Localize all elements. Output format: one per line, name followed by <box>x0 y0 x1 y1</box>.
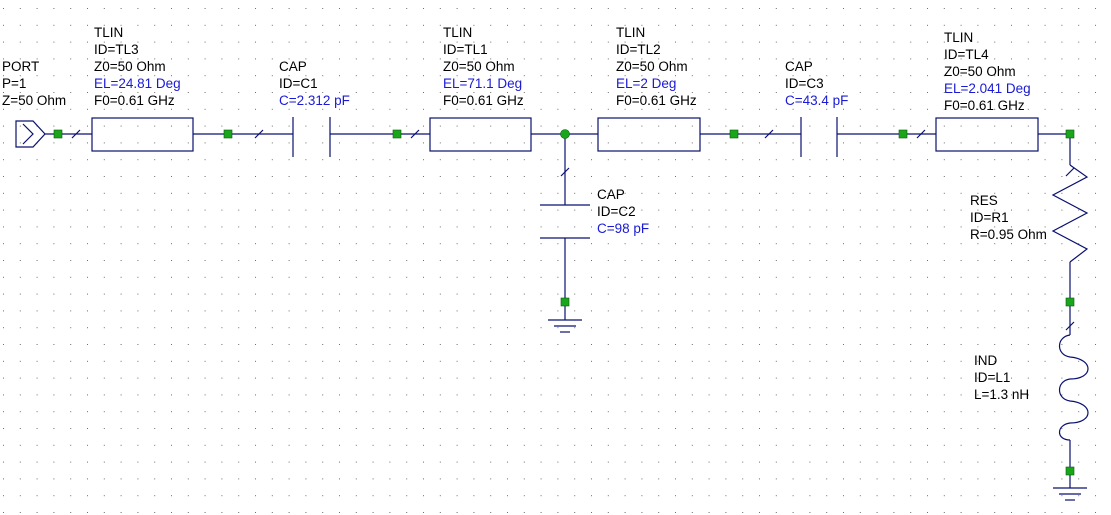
ground-symbol-l1 <box>1053 487 1087 501</box>
tl2-f0-label: F0=0.61 GHz <box>616 93 697 108</box>
c1-value-label[interactable]: C=2.312 pF <box>279 93 350 108</box>
tl3-el-label[interactable]: EL=24.81 Deg <box>94 76 181 91</box>
tlin-tl1-symbol[interactable] <box>429 117 532 152</box>
tl2-z0-label: Z0=50 Ohm <box>616 59 688 74</box>
tl3-id-label: ID=TL3 <box>94 42 139 57</box>
tl4-el-label[interactable]: EL=2.041 Deg <box>944 81 1031 96</box>
grid-dots <box>3 8 1096 513</box>
tl1-id-label: ID=TL1 <box>443 42 488 57</box>
connection-nodes <box>53 129 1075 476</box>
wires <box>45 129 1075 488</box>
tl2-el-label[interactable]: EL=2 Deg <box>616 76 676 91</box>
l1-type-label: IND <box>974 353 998 368</box>
tl4-f0-label: F0=0.61 GHz <box>944 98 1025 113</box>
c2-type-label: CAP <box>597 187 625 202</box>
tl4-type-label: TLIN <box>944 30 973 45</box>
port-number-label: P=1 <box>2 76 26 91</box>
c3-value-label[interactable]: C=43.4 pF <box>785 93 848 108</box>
tl1-type-label: TLIN <box>443 25 472 40</box>
l1-id-label: ID=L1 <box>974 370 1010 385</box>
cap-c1-symbol[interactable] <box>292 117 331 157</box>
tl1-f0-label: F0=0.61 GHz <box>443 93 524 108</box>
c2-id-label: ID=C2 <box>597 204 636 219</box>
c1-type-label: CAP <box>279 59 307 74</box>
port-symbol[interactable] <box>15 120 46 148</box>
cap-c3-symbol[interactable] <box>800 117 838 157</box>
tl4-id-label: ID=TL4 <box>944 47 989 62</box>
c3-type-label: CAP <box>785 59 813 74</box>
tl3-z0-label: Z0=50 Ohm <box>94 59 166 74</box>
tlin-tl4-symbol[interactable] <box>935 117 1039 152</box>
r1-value-label: R=0.95 Ohm <box>970 227 1047 242</box>
tl3-type-label: TLIN <box>94 25 123 40</box>
l1-value-label: L=1.3 nH <box>974 387 1029 402</box>
tlin-tl3-symbol[interactable] <box>91 117 194 152</box>
tl4-z0-label: Z0=50 Ohm <box>944 64 1016 79</box>
cap-c2-symbol[interactable] <box>540 204 590 239</box>
tl3-f0-label: F0=0.61 GHz <box>94 93 175 108</box>
port-impedance-label: Z=50 Ohm <box>2 93 66 108</box>
r1-id-label: ID=R1 <box>970 210 1009 225</box>
tl1-el-label[interactable]: EL=71.1 Deg <box>443 76 522 91</box>
ind-l1-symbol[interactable] <box>1058 334 1089 441</box>
c1-id-label: ID=C1 <box>279 76 318 91</box>
tl2-id-label: ID=TL2 <box>616 42 661 57</box>
port-type-label: PORT <box>2 59 39 74</box>
res-r1-symbol[interactable] <box>1051 164 1089 263</box>
tlin-tl2-symbol[interactable] <box>597 117 701 152</box>
tl2-type-label: TLIN <box>616 25 645 40</box>
r1-type-label: RES <box>970 193 998 208</box>
c2-value-label[interactable]: C=98 pF <box>597 221 649 236</box>
ground-symbol-c2 <box>548 319 582 333</box>
c3-id-label: ID=C3 <box>785 76 824 91</box>
tl1-z0-label: Z0=50 Ohm <box>443 59 515 74</box>
